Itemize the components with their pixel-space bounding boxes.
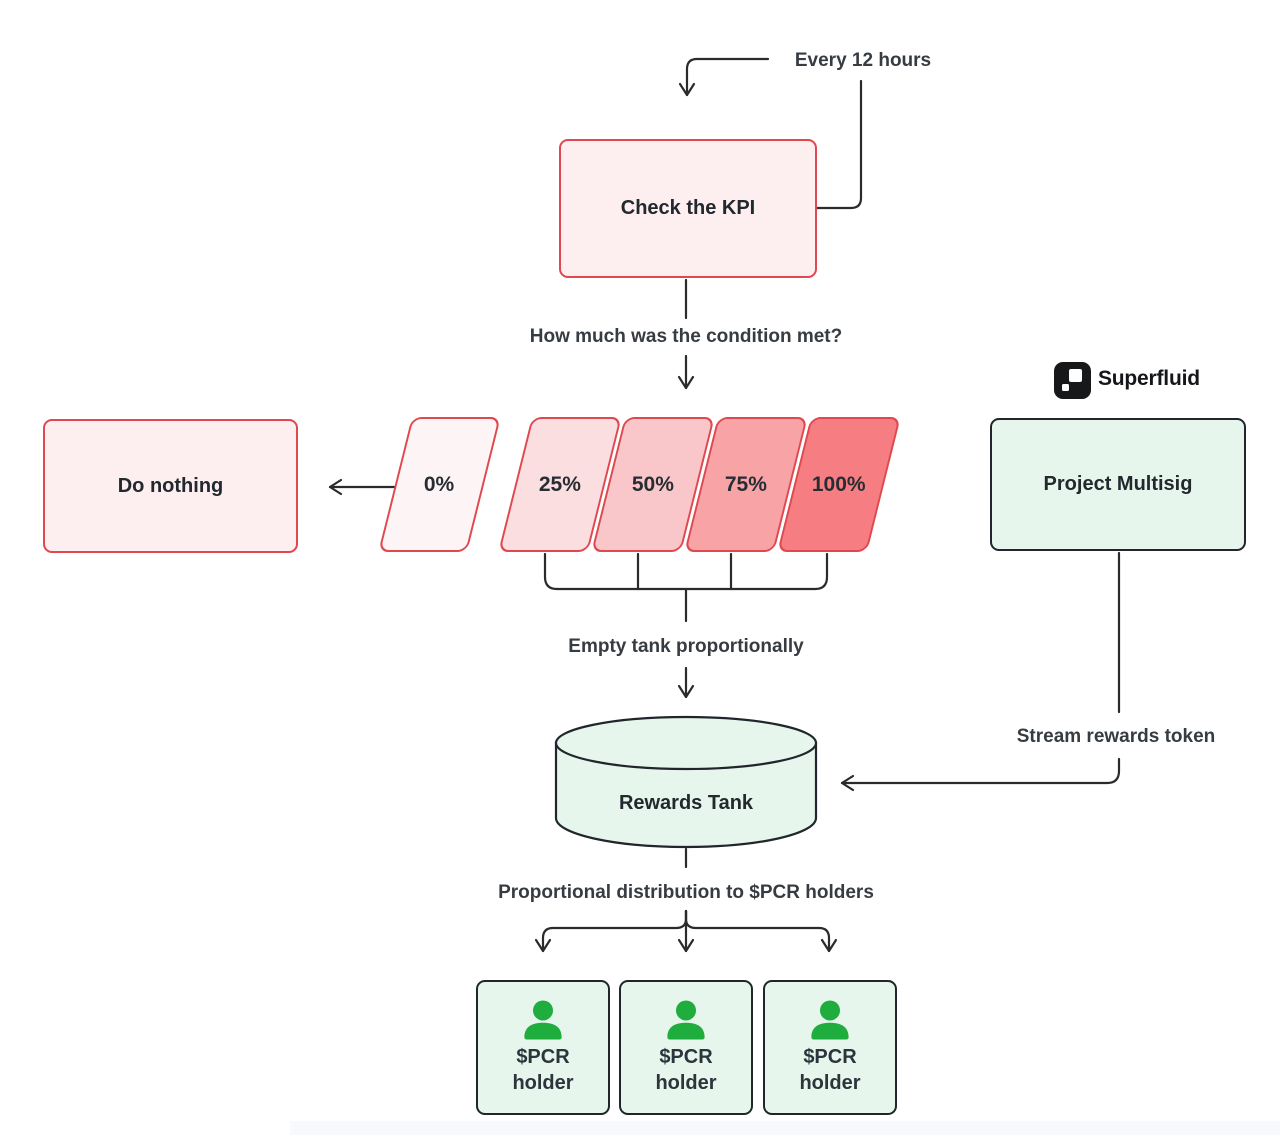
pcr-holder-label-line2: holder	[799, 1071, 861, 1094]
pcr-holder-label-line2: holder	[512, 1071, 574, 1094]
percent-label-0: 0%	[424, 472, 455, 496]
person-icon	[663, 999, 709, 1040]
percent-label-100: 100%	[812, 472, 866, 496]
connector-every12h-to-kpi	[678, 57, 770, 97]
rewards-tank-title: Rewards Tank	[618, 792, 754, 814]
connector-kpi-to-every12h	[815, 79, 863, 210]
every-12-hours-label: Every 12 hours	[794, 50, 932, 71]
empty-tank-label: Empty tank proportionally	[568, 636, 804, 657]
check-kpi-node: Check the KPI	[559, 139, 817, 278]
superfluid-icon-square-small	[1062, 384, 1069, 391]
rewards-tank-shape	[554, 715, 818, 849]
person-icon	[807, 999, 853, 1040]
pcr-holder-label-line1: $PCR	[659, 1045, 713, 1068]
do-nothing-label: Do nothing	[117, 474, 224, 497]
distribution-label: Proportional distribution to $PCR holder…	[498, 882, 874, 903]
connector-stream-arrow	[840, 757, 1121, 792]
connector-branch-right	[684, 909, 838, 953]
pcr-holder-label-line1: $PCR	[516, 1045, 570, 1068]
percent-label-50: 50%	[631, 472, 675, 496]
percent-label-25: 25%	[538, 472, 582, 496]
condition-question-label: How much was the condition met?	[529, 326, 843, 347]
percent-label-75: 75%	[724, 472, 768, 496]
pcr-holder-node: $PCR holder	[476, 980, 610, 1115]
connector-branch-left	[534, 909, 688, 953]
superfluid-icon	[1054, 362, 1091, 399]
connector-bracket	[543, 552, 829, 591]
pcr-holder-node: $PCR holder	[619, 980, 753, 1115]
person-icon	[520, 999, 566, 1040]
superfluid-wordmark: Superfluid	[1098, 367, 1200, 390]
pcr-holder-label-line1: $PCR	[803, 1045, 857, 1068]
check-kpi-label: Check the KPI	[620, 197, 756, 219]
project-multisig-label: Project Multisig	[1043, 473, 1193, 495]
pcr-holder-label-line2: holder	[655, 1071, 717, 1094]
do-nothing-node: Do nothing	[43, 419, 298, 553]
superfluid-icon-square-large	[1069, 369, 1082, 382]
pcr-holder-node: $PCR holder	[763, 980, 897, 1115]
project-multisig-node: Project Multisig	[990, 418, 1246, 551]
stream-rewards-label: Stream rewards token	[1016, 726, 1216, 747]
bottom-page-edge	[290, 1121, 1280, 1135]
